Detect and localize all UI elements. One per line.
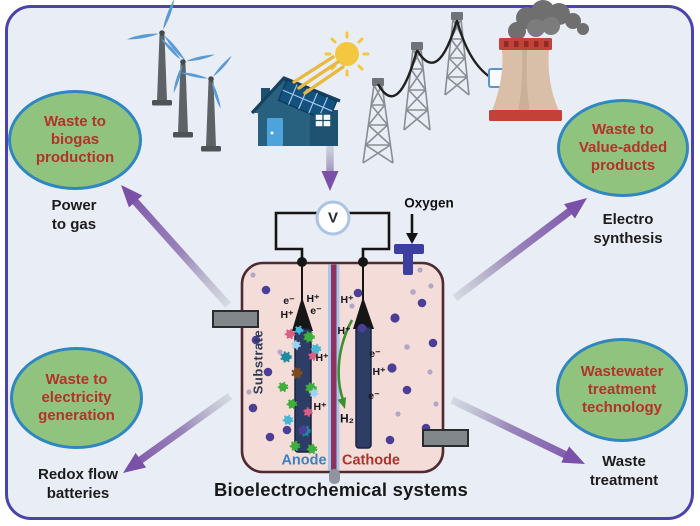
proton-label: H⁺ [372,366,386,378]
purple-arrow-to-wastewater [450,396,585,464]
redox-flow-batteries-label: Redox flow batteries [37,465,119,502]
oxygen-valve-icon [394,214,424,275]
bubble-waste-to-value-added-label: Waste to Value-added products [578,121,668,174]
outlet-pipe-icon [422,429,469,447]
waste-treatment-label: Waste treatment [589,452,659,489]
particle-dots [246,267,439,445]
proton-label: H⁺ [313,401,327,413]
purple-arrow-power-input [321,146,339,191]
electron-label: e⁻ [310,305,322,317]
microbes-icon [277,325,322,455]
hydrogen-arrow-icon [337,319,354,409]
bubble-wastewater-treatment: Wastewater treatment technology [556,338,688,442]
bubble-waste-to-electricity-label: Waste to electricity generation [38,371,115,424]
diagram-title: Bioelectrochemical systems [213,479,469,501]
smoke-icon [508,0,589,40]
solar-house-icon [250,76,341,146]
anode-electrode-icon [292,262,313,453]
bubble-waste-to-value-added: Waste to Value-added products [557,99,689,197]
voltmeter-icon [274,200,391,267]
transmission-towers-icon [362,12,509,164]
sun-icon [292,31,370,95]
electron-label: e⁻ [368,390,380,402]
proton-label: H⁺ [315,352,329,364]
oxygen-label: Oxygen [404,195,454,211]
cathode-label: Cathode [342,452,400,469]
voltmeter-label: V [327,209,339,227]
proton-label: H⁺ [280,309,294,321]
bubble-wastewater-treatment-label: Wastewater treatment technology [580,363,664,416]
hydrogen-label: H₂ [340,411,354,426]
wind-turbines-icon [126,0,232,152]
power-to-gas-label: Power to gas [51,196,97,233]
proton-label: H⁺ [340,294,354,306]
electro-synthesis-label: Electro synthesis [593,210,663,247]
purple-arrow-to-electricity [123,392,233,473]
anode-label: Anode [281,452,327,469]
bubble-waste-to-biogas: Waste to biogas production [8,90,142,190]
electron-label: e⁻ [369,348,381,360]
proton-label: H⁺ [306,293,320,305]
bubble-waste-to-biogas-label: Waste to biogas production [35,113,115,166]
purple-arrow-to-value-added [452,198,587,301]
electron-label: e⁻ [283,295,295,307]
proton-label: H⁺ [337,325,351,337]
purple-arrow-to-biogas [121,185,231,308]
bubble-waste-to-electricity: Waste to electricity generation [10,347,143,449]
power-plant-icon [489,38,562,121]
inlet-pipe-icon [212,310,259,328]
substrate-label: Substrate [250,329,266,395]
